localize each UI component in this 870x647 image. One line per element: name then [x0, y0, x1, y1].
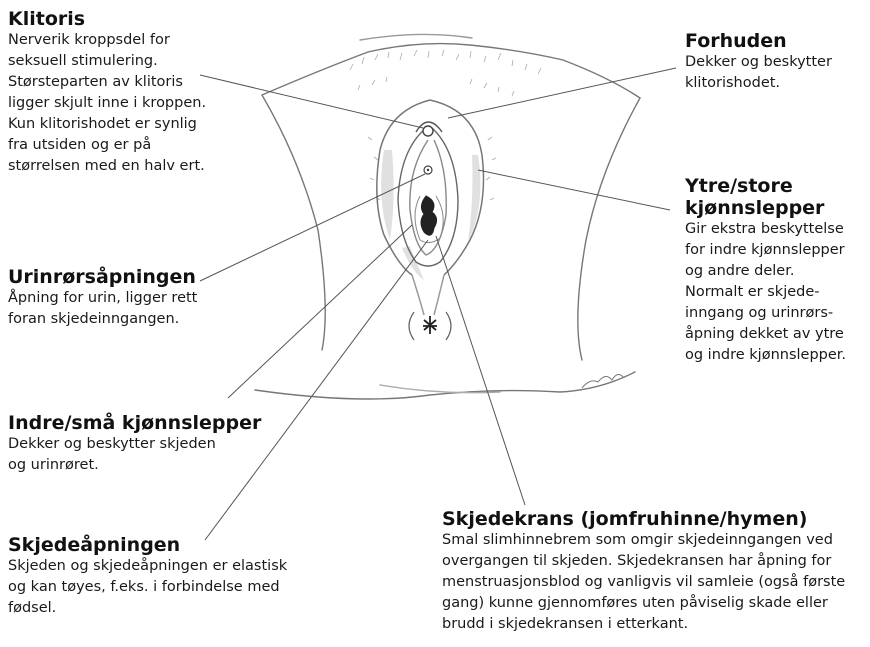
leader-ytre — [478, 170, 670, 210]
label-klitoris-desc: Nerverik kroppsdel for seksuell stimuler… — [8, 30, 206, 177]
label-skjedekrans-desc: Smal slimhinnebrem som omgir skjedeinnga… — [442, 530, 870, 635]
leader-lines — [200, 68, 676, 540]
label-forhuden: Forhuden Dekker og beskytter klitorishod… — [685, 30, 832, 94]
label-skjedeapning: Skjedeåpningen Skjeden og skjedeåpningen… — [8, 534, 287, 619]
desc-line: Kun klitorishodet er synlig — [8, 114, 206, 135]
desc-line: størrelsen med en halv ert. — [8, 156, 206, 177]
label-skjedeapning-title: Skjedeåpningen — [8, 534, 287, 556]
desc-line: fra utsiden og er på — [8, 135, 206, 156]
desc-line: ligger skjult inne i kroppen. — [8, 93, 206, 114]
label-skjedekrans-title: Skjedekrans (jomfruhinne/hymen) — [442, 508, 870, 530]
title-line: Ytre/store — [685, 175, 846, 197]
label-forhuden-desc: Dekker og beskytter klitorishodet. — [685, 52, 832, 94]
desc-line: inngang og urinrørs- — [685, 303, 846, 324]
desc-line: Normalt er skjede- — [685, 282, 846, 303]
leader-klitoris — [200, 75, 423, 128]
desc-line: Nerverik kroppsdel for — [8, 30, 206, 51]
desc-line: Smal slimhinnebrem som omgir skjedeinnga… — [442, 530, 870, 551]
vaginal-opening — [415, 196, 443, 243]
desc-line: Dekker og beskytter skjeden — [8, 434, 261, 455]
desc-line: fødsel. — [8, 598, 287, 619]
desc-line: klitorishodet. — [685, 73, 832, 94]
label-indre-desc: Dekker og beskytter skjeden og urinrøret… — [8, 434, 261, 476]
urethral-opening-dot — [427, 169, 429, 171]
desc-line: Størsteparten av klitoris — [8, 72, 206, 93]
desc-line: og urinrøret. — [8, 455, 261, 476]
desc-line: Dekker og beskytter — [685, 52, 832, 73]
desc-line: Gir ekstra beskyttelse — [685, 219, 846, 240]
title-line: kjønnslepper — [685, 197, 846, 219]
anus — [409, 312, 451, 340]
label-forhuden-title: Forhuden — [685, 30, 832, 52]
label-klitoris: Klitoris Nerverik kroppsdel for seksuell… — [8, 8, 206, 177]
label-skjedeapning-desc: Skjeden og skjedeåpningen er elastisk og… — [8, 556, 287, 619]
body-outline — [255, 34, 640, 399]
leader-indre — [228, 225, 412, 398]
label-ytre-title: Ytre/store kjønnslepper — [685, 175, 846, 219]
label-skjedekrans: Skjedekrans (jomfruhinne/hymen) Smal sli… — [442, 508, 870, 635]
desc-line: for indre kjønnslepper — [685, 240, 846, 261]
desc-line: brudd i skjedekransen i etterkant. — [442, 614, 870, 635]
leader-skjedekrans — [436, 236, 525, 505]
desc-line: Skjeden og skjedeåpningen er elastisk — [8, 556, 287, 577]
label-klitoris-title: Klitoris — [8, 8, 206, 30]
label-indre-title: Indre/små kjønnslepper — [8, 412, 261, 434]
label-indre: Indre/små kjønnslepper Dekker og beskytt… — [8, 412, 261, 476]
desc-line: seksuell stimulering. — [8, 51, 206, 72]
desc-line: Åpning for urin, ligger rett — [8, 288, 197, 309]
label-ytre: Ytre/store kjønnslepper Gir ekstra besky… — [685, 175, 846, 366]
label-ytre-desc: Gir ekstra beskyttelse for indre kjønnsl… — [685, 219, 846, 366]
desc-line: og kan tøyes, f.eks. i forbindelse med — [8, 577, 287, 598]
desc-line: åpning dekket av ytre — [685, 324, 846, 345]
desc-line: og andre deler. — [685, 261, 846, 282]
label-urinror: Urinrørsåpningen Åpning for urin, ligger… — [8, 266, 197, 330]
desc-line: foran skjedeinngangen. — [8, 309, 197, 330]
desc-line: menstruasjonsblod og vanligvis vil samle… — [442, 572, 870, 593]
desc-line: og indre kjønnslepper. — [685, 345, 846, 366]
artist-signature — [582, 374, 624, 388]
label-urinror-desc: Åpning for urin, ligger rett foran skjed… — [8, 288, 197, 330]
desc-line: gang) kunne gjennomføres uten påviselig … — [442, 593, 870, 614]
clitoris-glans — [423, 126, 433, 136]
leader-forhuden — [448, 68, 676, 118]
label-urinror-title: Urinrørsåpningen — [8, 266, 197, 288]
leader-skjedeapning — [205, 240, 428, 540]
desc-line: overgangen til skjeden. Skjedekransen ha… — [442, 551, 870, 572]
